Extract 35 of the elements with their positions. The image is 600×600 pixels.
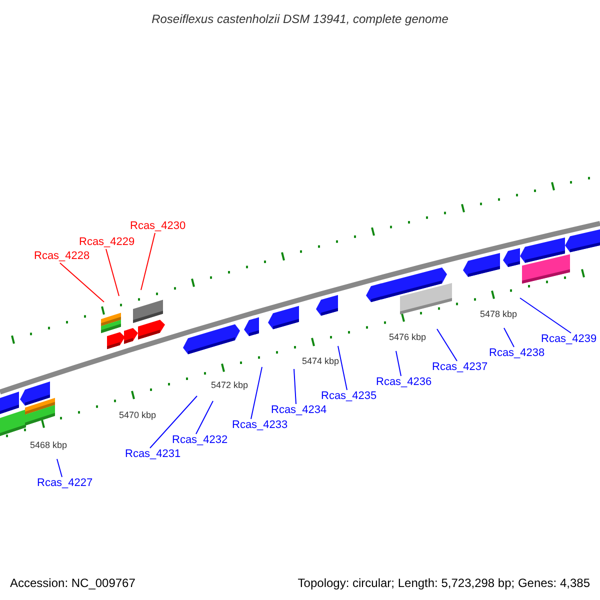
scale-label: 5468 kbp <box>30 439 68 452</box>
leader-line <box>140 232 156 290</box>
leader-line <box>106 248 120 296</box>
gene-label: Rcas_4229 <box>79 236 135 249</box>
gene-label: Rcas_4232 <box>172 434 228 447</box>
gene-label: Rcas_4236 <box>376 376 432 389</box>
scale-label: 5478 kbp <box>480 308 518 321</box>
leader-line <box>338 346 348 390</box>
leader-line <box>436 328 458 362</box>
leader-line <box>250 366 262 420</box>
scale-label: 5476 kbp <box>389 331 426 344</box>
gene-label: Rcas_4239 <box>541 333 597 346</box>
leader-line <box>60 262 104 302</box>
scale-label: 5470 kbp <box>119 409 156 422</box>
gene-label: Rcas_4231 <box>125 448 181 461</box>
leader-line <box>520 298 572 334</box>
gene-label: Rcas_4230 <box>130 220 186 233</box>
leader-line <box>294 368 296 404</box>
leader-line <box>150 396 198 448</box>
leader-line <box>56 458 62 478</box>
genome-info: Topology: circular; Length: 5,723,298 bp; Genes: 4,385 <box>298 575 590 592</box>
leader-line <box>396 350 402 376</box>
gene-label: Rcas_4227 <box>37 477 93 490</box>
genome-info: Accession: NC_009767 <box>10 575 136 592</box>
leader-line <box>504 328 514 348</box>
gene-label: Rcas_4234 <box>271 404 327 417</box>
scale-label: 5474 kbp <box>302 355 340 368</box>
gene-label: Rcas_4228 <box>34 250 90 263</box>
gene-label: Rcas_4235 <box>321 390 377 403</box>
scale-label: 5472 kbp <box>211 379 248 392</box>
leader-line <box>196 400 214 434</box>
gene-label: Rcas_4237 <box>432 361 488 374</box>
gene-label: Rcas_4238 <box>489 347 545 360</box>
gene-label: Rcas_4233 <box>232 419 288 432</box>
diagram-title: Roseiflexus castenholzii DSM 13941, complete genome <box>152 11 448 28</box>
